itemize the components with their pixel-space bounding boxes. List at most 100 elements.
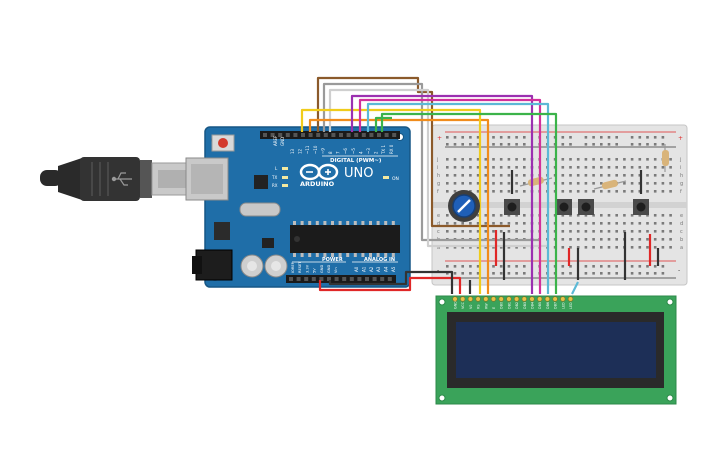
analog-header-label: ANALOG IN (364, 257, 395, 263)
digital-pin-label: 7 (336, 151, 341, 154)
lcd-pin-label: DB3 (523, 302, 527, 309)
atmega-chip-pins (293, 221, 395, 257)
atmega-chip (290, 225, 400, 253)
rail-minus-label: - (437, 267, 439, 274)
lcd-pin-label: RS (477, 304, 481, 309)
digital-pin-label: ~11 (305, 145, 310, 154)
pushbutton-1[interactable] (504, 199, 520, 215)
row-letter: d (680, 221, 683, 227)
row-letter: f (437, 189, 439, 195)
usb-cable-tail (40, 170, 62, 186)
potentiometer[interactable] (448, 190, 480, 222)
wire-magenta (358, 98, 542, 294)
pushbutton-4[interactable] (633, 199, 649, 215)
digital-pin-label: ~3 (366, 148, 371, 154)
pushbutton-2[interactable] (556, 199, 572, 215)
gnd-label: GND (280, 137, 285, 146)
lcd-pin-label: RW (484, 303, 488, 309)
resistor-3 (662, 144, 669, 172)
pushbutton-3[interactable] (578, 199, 594, 215)
row-letter: f (680, 189, 682, 195)
row-letter: i (437, 165, 438, 171)
wire-purple (350, 94, 534, 294)
digital-pin-label: 12 (298, 148, 303, 154)
lcd-pin-label: DB4 (531, 302, 535, 309)
usb-cable (40, 157, 199, 201)
lcd-pin-label: E (492, 307, 496, 309)
tx-led-label: TX (271, 175, 277, 180)
rail-plus-label: + (437, 135, 442, 142)
digital-pin-label: 4 (358, 151, 363, 154)
digital-header[interactable] (260, 131, 400, 139)
usb-symbol-icon (111, 172, 132, 186)
wire-orange (308, 118, 490, 294)
board-name-label: UNO (344, 166, 373, 181)
rx-led-label: RX (272, 183, 278, 188)
arduino-brand-label: ARDUINO (300, 180, 335, 188)
lcd-pin-label: DB6 (546, 302, 550, 309)
digital-pin-label: RX 0 (389, 144, 394, 154)
lcd-pin-label: LED (569, 302, 573, 309)
wire-yellow (300, 108, 482, 294)
row-letter: h (680, 173, 683, 179)
lcd-pin-header (452, 296, 574, 302)
digital-pin-label: 2 (374, 151, 379, 154)
digital-pin-label: ~6 (343, 148, 348, 154)
analog-pin-label: A5 (391, 266, 396, 272)
digital-pin-label: 13 (290, 148, 295, 154)
power-pin-label: RESET (298, 261, 302, 273)
l-led-label: L (275, 166, 278, 171)
analog-pin-label: A4 (384, 266, 389, 272)
analog-pin-label: A1 (361, 266, 366, 272)
row-letter: e (680, 213, 683, 219)
power-pin-label: Vin (334, 267, 338, 273)
wire-cyan (571, 281, 579, 295)
row-letter: a (437, 245, 440, 251)
wire-cyan (366, 102, 550, 294)
arduino-logo-icon (299, 163, 339, 181)
wire-green (374, 116, 392, 132)
resistor-2 (593, 179, 627, 190)
on-led-label: ON (392, 176, 399, 182)
voltage-regulator (214, 222, 230, 240)
power-pin-label: GND (320, 265, 324, 273)
analog-pin-label: A2 (369, 266, 374, 272)
usb-plug-body (80, 157, 140, 201)
lcd-pin-label: DB5 (538, 302, 542, 309)
rail-plus-label: + (678, 135, 683, 142)
power-pin-label: IOREF (291, 262, 295, 273)
wire-green (380, 112, 558, 294)
power-header-label: POWER (322, 257, 343, 263)
wire-black (328, 270, 454, 294)
row-letter: j (436, 157, 438, 163)
usb-cable-strain-relief (58, 158, 82, 200)
jumper-wires (300, 76, 660, 295)
lcd-pin-label: GND (454, 301, 458, 309)
power-pin-label: GND (327, 265, 331, 273)
power-pin-label: 3.3V (305, 264, 309, 273)
analog-pin-label: A3 (376, 266, 381, 272)
digital-pin-label: TX 1 (381, 145, 386, 155)
wire-white (328, 88, 548, 248)
aref-label: AREF (273, 135, 278, 146)
row-letter: g (680, 181, 683, 187)
reset-button-cap[interactable] (218, 138, 228, 148)
digital-header-label: DIGITAL (PWM~) (330, 158, 382, 164)
row-letter: j (679, 157, 681, 163)
analog-pin-label: A0 (354, 266, 359, 272)
lcd-pin-label: V0 (469, 305, 473, 309)
power-analog-header[interactable] (286, 275, 396, 283)
wire-brown (316, 76, 510, 228)
lcd-pin-label: DB2 (515, 302, 519, 309)
digital-pin-label: ~9 (320, 148, 325, 154)
row-letter: b (680, 237, 683, 243)
lcd-screen (456, 322, 656, 378)
row-letter: g (437, 181, 440, 187)
